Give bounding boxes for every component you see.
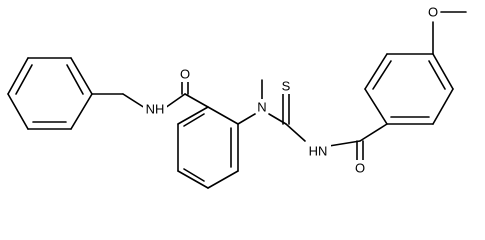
svg-text:S: S — [282, 79, 291, 94]
molecule-structure: NH O N S HN O O — [7, 4, 467, 189]
svg-text:O: O — [180, 67, 190, 82]
benzyl-linker — [91, 93, 146, 109]
methoxyphenyl-ring — [364, 53, 454, 125]
right-amide — [328, 123, 388, 161]
atom-label-amide-nh-left: NH — [143, 101, 167, 117]
central-ring — [177, 106, 239, 189]
svg-text:HN: HN — [309, 144, 328, 159]
atom-label-amide-o-right: O — [354, 160, 366, 176]
svg-text:O: O — [428, 5, 438, 20]
atom-label-n-central: N — [256, 99, 268, 115]
svg-text:O: O — [355, 161, 365, 176]
benzyl-ring — [7, 57, 93, 130]
atom-label-thione-s: S — [280, 78, 292, 94]
molecule-drawing: NH O N S HN O O — [7, 4, 467, 189]
atom-label-amide-o-left: O — [179, 66, 191, 82]
left-amide — [164, 79, 209, 109]
thiocarbonyl — [282, 91, 306, 142]
atom-label-thioamide-nh: HN — [305, 143, 331, 159]
atom-label-ether-o: O — [427, 4, 439, 20]
svg-text:NH: NH — [146, 102, 165, 117]
svg-text:N: N — [257, 100, 266, 115]
methoxy-group — [432, 11, 467, 55]
